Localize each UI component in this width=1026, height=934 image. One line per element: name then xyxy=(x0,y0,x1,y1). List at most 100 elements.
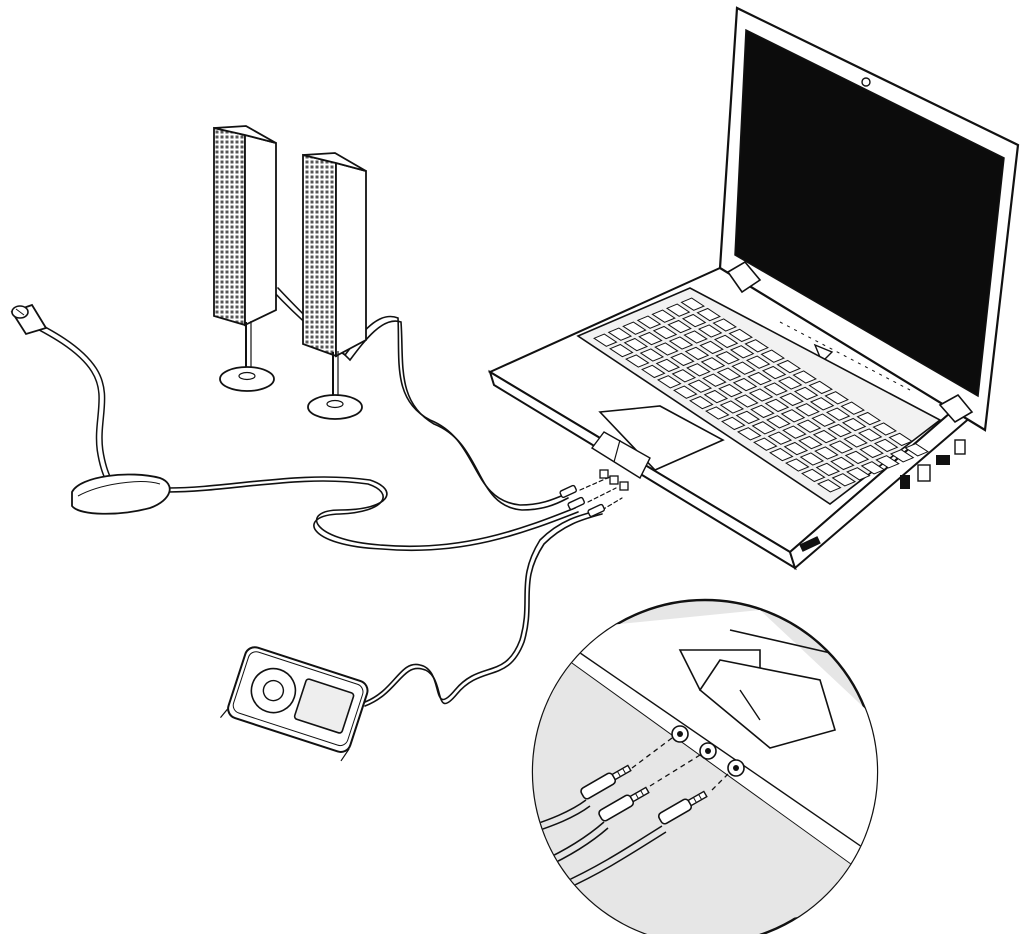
key xyxy=(799,452,825,466)
key xyxy=(652,325,678,340)
key xyxy=(687,379,713,393)
key xyxy=(831,473,857,487)
key xyxy=(808,380,833,395)
key xyxy=(766,415,791,429)
key xyxy=(657,375,682,389)
key xyxy=(825,407,851,421)
audio-jacks xyxy=(671,725,745,777)
key xyxy=(680,297,705,311)
key xyxy=(798,435,823,450)
key xyxy=(751,421,777,435)
key xyxy=(636,315,662,329)
key xyxy=(888,432,913,447)
key xyxy=(840,401,865,415)
player-cable xyxy=(364,509,601,703)
key xyxy=(622,321,647,335)
key xyxy=(761,365,787,380)
key xyxy=(904,443,929,457)
speaker-left xyxy=(213,125,277,392)
key xyxy=(593,333,618,347)
key xyxy=(639,348,665,362)
key xyxy=(734,394,759,408)
key xyxy=(699,340,724,355)
key xyxy=(814,446,839,460)
key xyxy=(609,343,634,358)
key xyxy=(735,410,761,425)
power-button xyxy=(813,343,834,364)
key xyxy=(737,427,762,441)
key xyxy=(859,444,884,459)
key xyxy=(873,438,899,453)
key xyxy=(716,367,742,381)
key xyxy=(889,449,915,463)
key xyxy=(686,363,711,377)
key xyxy=(668,336,694,350)
key xyxy=(812,429,838,444)
key xyxy=(719,400,745,414)
key xyxy=(731,361,756,375)
key xyxy=(827,423,852,438)
key xyxy=(777,376,803,390)
key xyxy=(683,330,708,344)
speaker-right xyxy=(302,152,367,420)
key xyxy=(671,369,697,383)
key xyxy=(753,437,778,451)
key xyxy=(844,450,870,465)
jack-detail-inset xyxy=(531,598,879,934)
key xyxy=(811,413,836,427)
key xyxy=(607,327,633,341)
key xyxy=(793,386,819,401)
key xyxy=(785,458,810,472)
touchpad-buttons xyxy=(590,431,651,480)
key xyxy=(702,373,727,387)
key xyxy=(625,354,650,368)
key xyxy=(729,345,755,359)
key xyxy=(824,391,849,405)
key xyxy=(801,468,826,483)
key xyxy=(654,342,679,356)
key xyxy=(655,358,681,373)
key xyxy=(872,422,897,436)
key xyxy=(673,385,698,399)
key xyxy=(689,395,714,410)
key xyxy=(764,398,790,413)
key xyxy=(700,357,726,371)
key xyxy=(779,392,804,407)
key xyxy=(796,419,822,433)
microphone-cable-2 xyxy=(167,480,579,552)
key xyxy=(651,309,676,323)
player-cable-2 xyxy=(364,513,603,707)
webcam xyxy=(861,77,871,87)
key xyxy=(696,307,721,322)
key xyxy=(705,406,730,420)
key xyxy=(748,388,774,402)
key xyxy=(828,440,854,454)
key xyxy=(767,431,793,445)
laptop xyxy=(487,6,1020,571)
key xyxy=(809,397,835,411)
key xyxy=(638,331,663,346)
inset-plugs xyxy=(580,764,708,825)
key xyxy=(670,352,695,367)
key xyxy=(703,389,729,404)
key xyxy=(817,479,842,493)
key xyxy=(760,349,785,363)
key xyxy=(681,313,707,328)
key xyxy=(721,416,746,431)
key xyxy=(718,383,743,398)
key xyxy=(712,318,737,332)
keyboard-keys xyxy=(593,297,929,493)
key xyxy=(841,417,867,432)
key xyxy=(857,428,883,442)
key xyxy=(728,328,753,343)
key xyxy=(763,382,788,396)
key xyxy=(843,434,868,448)
laptop-screen xyxy=(734,28,1005,398)
cable-plugs xyxy=(559,484,605,518)
key xyxy=(745,355,771,369)
key xyxy=(846,467,871,481)
key xyxy=(792,370,817,384)
key xyxy=(715,351,740,365)
